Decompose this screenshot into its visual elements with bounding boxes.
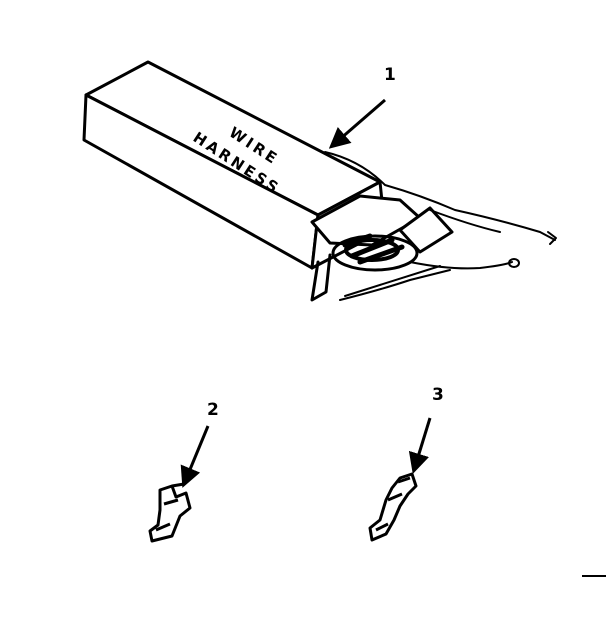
callout-number-1: 1 bbox=[384, 65, 396, 85]
wire-harness-package bbox=[82, 60, 557, 302]
callout-number-2: 2 bbox=[207, 400, 219, 420]
terminal-part-3 bbox=[368, 472, 418, 542]
callout-arrow-3 bbox=[408, 417, 432, 475]
callout-number-3: 3 bbox=[432, 385, 444, 405]
terminal-part-2 bbox=[148, 482, 192, 543]
callout-arrow-1 bbox=[328, 98, 386, 149]
callout-arrow-2 bbox=[180, 425, 210, 488]
